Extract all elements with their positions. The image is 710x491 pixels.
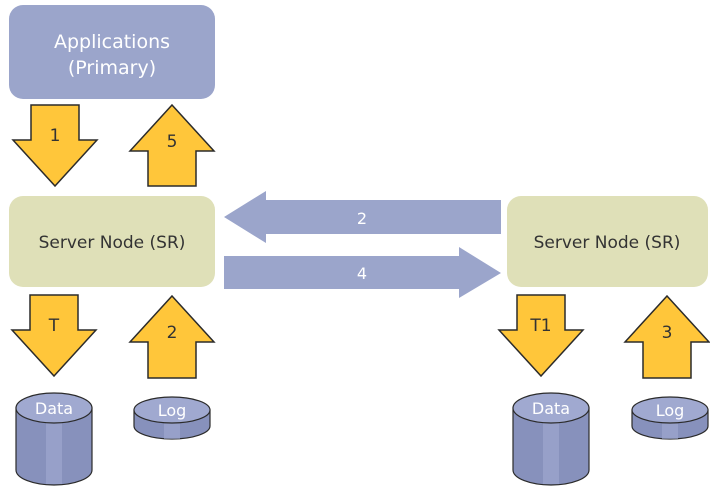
secondary-data-label: Data (532, 399, 570, 418)
applications-title: Applications (54, 31, 170, 53)
arrow-up-3-label: 3 (662, 323, 673, 343)
applications-subtitle: (Primary) (68, 57, 156, 79)
primary-log-cylinder-icon: Log (133, 396, 211, 440)
primary-server-node-label: Server Node (SR) (39, 233, 186, 253)
arrow-up-2-label: 2 (167, 323, 178, 343)
arrow-up-2: 2 (128, 294, 216, 379)
arrow-up-3: 3 (623, 294, 710, 379)
arrow-down-t: T (10, 294, 98, 378)
arrow-down-t1-label: T1 (529, 316, 551, 336)
arrow-down-1: 1 (11, 104, 99, 188)
primary-log-label: Log (158, 401, 187, 420)
secondary-log-cylinder-icon: Log (631, 396, 709, 440)
arrow-up-5-label: 5 (167, 132, 178, 152)
arrow-down-1-label: 1 (50, 126, 61, 146)
primary-data-cylinder-icon: Data (15, 392, 93, 486)
replication-arrow-right-4: 4 (224, 247, 501, 298)
secondary-server-node: Server Node (SR) (507, 196, 708, 287)
replication-arrow-left-label: 2 (357, 209, 367, 228)
replication-arrow-right-label: 4 (357, 264, 367, 283)
secondary-server-node-label: Server Node (SR) (534, 233, 681, 253)
arrow-down-t1: T1 (497, 294, 585, 378)
replication-arrow-left-2: 2 (224, 191, 501, 243)
primary-data-label: Data (35, 399, 73, 418)
applications-box: Applications (Primary) (9, 5, 215, 99)
primary-server-node: Server Node (SR) (9, 196, 215, 287)
secondary-log-label: Log (656, 401, 685, 420)
arrow-down-t-label: T (48, 316, 60, 336)
secondary-data-cylinder-icon: Data (512, 392, 590, 486)
arrow-up-5: 5 (128, 103, 216, 187)
